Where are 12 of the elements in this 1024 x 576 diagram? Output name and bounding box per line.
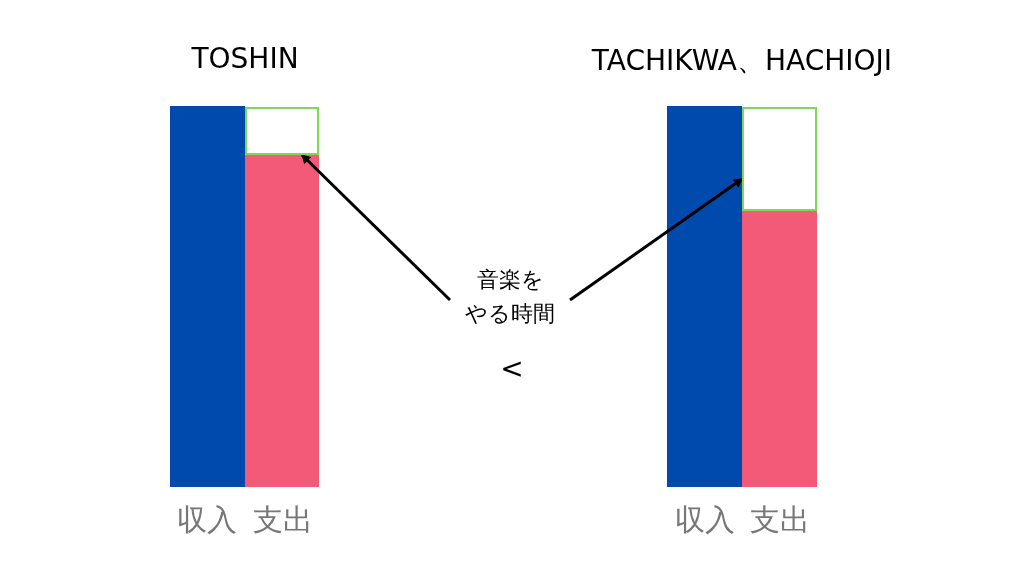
bar-label: 収入 [675,501,735,539]
arrow [300,153,452,302]
bar-label: 支出 [253,501,313,539]
caption-text: 音楽をやる時間 [450,258,570,336]
bar-label: 収入 [177,501,237,539]
comparison-sign: < [500,352,524,385]
bar-label: 支出 [750,501,810,539]
arrow [569,177,743,302]
highlight-box [245,107,319,155]
column-heading: TOSHIN [191,42,299,75]
highlight-box [742,107,817,211]
column-heading: TACHIKWA、HACHIOJI [591,43,893,79]
